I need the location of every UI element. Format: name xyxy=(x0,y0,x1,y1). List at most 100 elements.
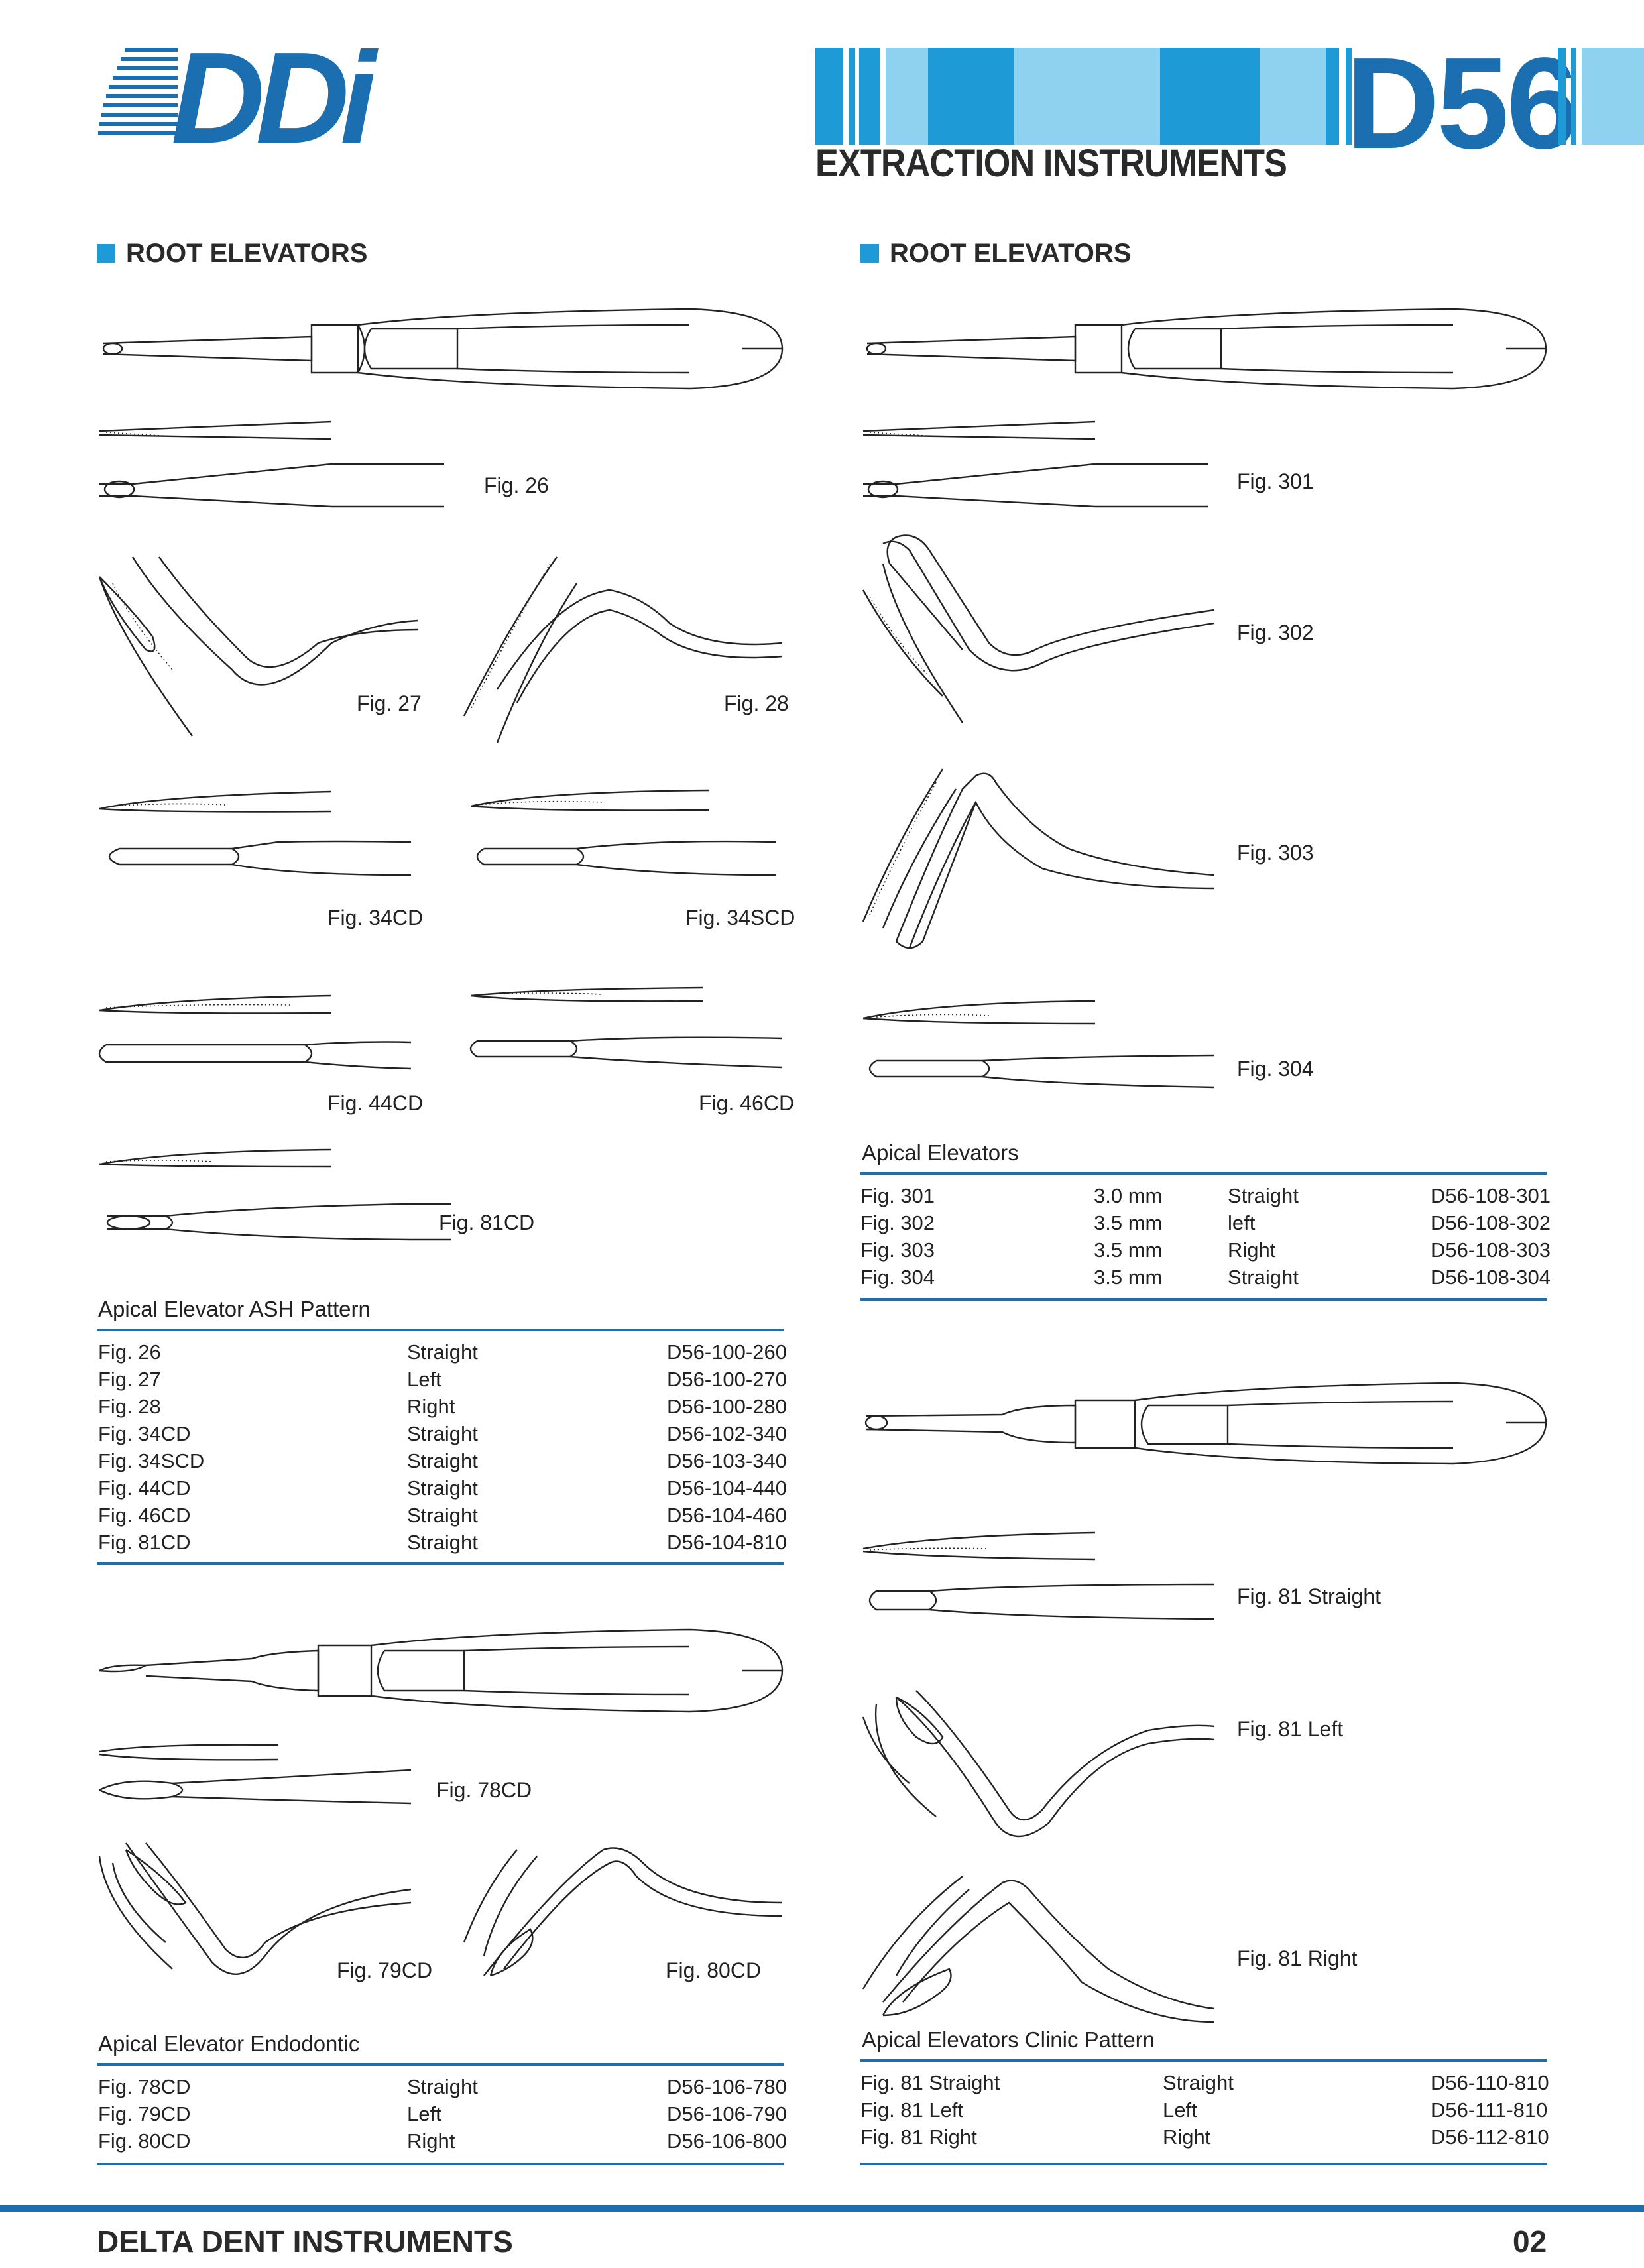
table-cell: Straight xyxy=(407,1504,478,1527)
figure-label: Fig. 81 Left xyxy=(1237,1717,1344,1741)
figure-label: Fig. 27 xyxy=(357,691,422,715)
table-cell: D56-104-810 xyxy=(667,1531,787,1554)
table-bottom-rule xyxy=(97,2163,784,2165)
page-subtitle: EXTRACTION INSTRUMENTS xyxy=(815,142,1287,185)
table-cell: D56-108-303 xyxy=(1431,1238,1551,1262)
instrument-fig27-drawing xyxy=(98,556,418,737)
instrument-fig303-drawing xyxy=(862,768,1215,949)
table-cell: Fig. 28 xyxy=(98,1395,161,1418)
table-cell: Straight xyxy=(1228,1266,1299,1289)
table-cell: 3.5 mm xyxy=(1094,1266,1163,1289)
instrument-fig80cd-drawing xyxy=(463,1847,783,1977)
left-section-heading: ROOT ELEVATORS xyxy=(97,240,367,267)
table-cell: Straight xyxy=(407,1531,478,1554)
table-cell: Right xyxy=(1163,2125,1211,2149)
table-cell: Straight xyxy=(407,1476,478,1500)
table-cell: 3.0 mm xyxy=(1094,1184,1163,1207)
table-cell: D56-100-260 xyxy=(667,1341,787,1364)
table-cell: left xyxy=(1228,1211,1256,1234)
bullet-square-icon xyxy=(860,244,879,263)
table-cell: Fig. 304 xyxy=(860,1266,935,1289)
table-cell: Fig. 44CD xyxy=(98,1476,191,1500)
table-cell: Right xyxy=(407,1395,455,1418)
figure-label: Fig. 28 xyxy=(724,691,789,715)
figure-label: Fig. 303 xyxy=(1237,841,1314,865)
right-section-heading: ROOT ELEVATORS xyxy=(860,240,1131,267)
left-section-heading-text: ROOT ELEVATORS xyxy=(126,239,368,268)
table-cell: Fig. 301 xyxy=(860,1184,935,1207)
figure-label: Fig. 81 Straight xyxy=(1237,1584,1381,1608)
instrument-fig81cd-drawing xyxy=(99,1148,451,1241)
table-cell: D56-103-340 xyxy=(667,1449,787,1472)
table-cell: Fig. 34CD xyxy=(98,1422,191,1445)
table-cell: D56-112-810 xyxy=(1431,2125,1549,2149)
instrument-fig301-drawing xyxy=(862,308,1547,508)
table-title: Apical Elevator ASH Pattern xyxy=(98,1297,371,1321)
table-top-rule xyxy=(97,2063,784,2066)
table-bottom-rule xyxy=(860,2163,1547,2165)
instrument-fig81-right-drawing xyxy=(862,1876,1215,2023)
figure-label: Fig. 81CD xyxy=(439,1211,535,1234)
right-section-heading-text: ROOT ELEVATORS xyxy=(890,239,1132,268)
footer-company: DELTA DENT INSTRUMENTS xyxy=(97,2224,513,2259)
table-cell: D56-104-460 xyxy=(667,1504,787,1527)
table-cell: D56-108-301 xyxy=(1431,1184,1551,1207)
table-cell: Straight xyxy=(407,1422,478,1445)
table-cell: Straight xyxy=(1163,2071,1234,2094)
figure-label: Fig. 304 xyxy=(1237,1057,1314,1081)
instrument-fig81-left-drawing xyxy=(862,1690,1215,1838)
figure-label: Fig. 302 xyxy=(1237,621,1314,644)
table-title: Apical Elevators Clinic Pattern xyxy=(862,2027,1155,2052)
table-cell: Left xyxy=(407,1368,441,1391)
instrument-fig78cd-drawing xyxy=(99,1628,784,1805)
table-cell: Straight xyxy=(407,1449,478,1472)
table-cell: Right xyxy=(1228,1238,1276,1262)
table-title: Apical Elevator Endodontic xyxy=(98,2031,360,2056)
table-cell: D56-106-790 xyxy=(667,2102,787,2125)
table-cell: D56-111-810 xyxy=(1431,2098,1548,2121)
instrument-fig26-drawing xyxy=(99,308,784,508)
table-cell: Fig. 26 xyxy=(98,1341,161,1364)
table-cell: Straight xyxy=(407,2075,478,2098)
table-cell: D56-100-270 xyxy=(667,1368,787,1391)
table-cell: Fig. 46CD xyxy=(98,1504,191,1527)
table-cell: Straight xyxy=(1228,1184,1299,1207)
table-cell: Left xyxy=(1163,2098,1197,2121)
table-top-rule xyxy=(860,1172,1547,1175)
figure-label: Fig. 34SCD xyxy=(685,906,795,929)
table-cell: Fig. 81 Left xyxy=(860,2098,964,2121)
instrument-fig34scd-drawing xyxy=(470,789,776,876)
table-cell: Fig. 80CD xyxy=(98,2129,191,2153)
table-cell: Straight xyxy=(407,1341,478,1364)
catalog-code: D56 xyxy=(1346,30,1579,176)
table-cell: D56-106-800 xyxy=(667,2129,787,2153)
header-end-bars xyxy=(1558,48,1644,145)
figure-label: Fig. 26 xyxy=(484,473,549,497)
bullet-square-icon xyxy=(97,244,115,263)
figure-label: Fig. 80CD xyxy=(666,1958,762,1982)
company-logo: DDi xyxy=(171,25,377,170)
instrument-fig46cd-drawing xyxy=(469,986,783,1069)
instrument-fig304-drawing xyxy=(862,1000,1215,1089)
page-number: 02 xyxy=(1513,2224,1547,2259)
table-cell: D56-100-280 xyxy=(667,1395,787,1418)
figure-label: Fig. 44CD xyxy=(327,1091,424,1115)
table-cell: Fig. 302 xyxy=(860,1211,935,1234)
table-cell: Fig. 81 Right xyxy=(860,2125,977,2149)
table-cell: D56-108-304 xyxy=(1431,1266,1551,1289)
table-cell: Fig. 27 xyxy=(98,1368,161,1391)
table-cell: Fig. 81 Straight xyxy=(860,2071,1000,2094)
table-bottom-rule xyxy=(97,1562,784,1565)
table-cell: D56-104-440 xyxy=(667,1476,787,1500)
table-bottom-rule xyxy=(860,1298,1547,1301)
table-cell: Fig. 79CD xyxy=(98,2102,191,2125)
instrument-fig81-straight-drawing xyxy=(862,1382,1547,1620)
table-cell: 3.5 mm xyxy=(1094,1211,1163,1234)
footer-bar xyxy=(0,2205,1644,2212)
table-cell: D56-108-302 xyxy=(1431,1211,1551,1234)
figure-label: Fig. 301 xyxy=(1237,469,1314,493)
table-cell: Fig. 78CD xyxy=(98,2075,191,2098)
header-color-bars xyxy=(815,48,1352,145)
figure-label: Fig. 34CD xyxy=(327,906,424,929)
table-top-rule xyxy=(97,1329,784,1331)
